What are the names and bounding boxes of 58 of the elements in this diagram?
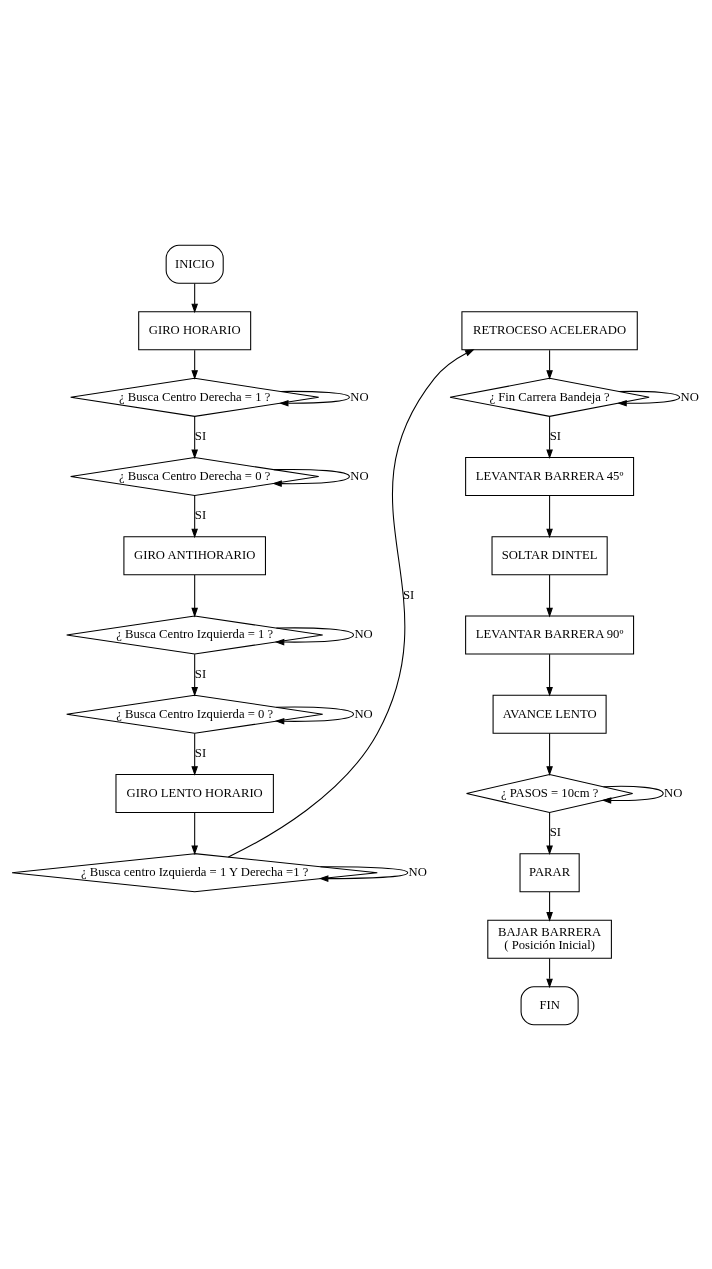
arrow <box>191 282 198 313</box>
arrow <box>274 626 355 645</box>
arrow <box>546 494 553 538</box>
edge-label: SI <box>549 824 562 839</box>
node-box: FIN <box>520 985 579 1025</box>
arrow <box>191 811 198 855</box>
edge-label: NO <box>680 389 699 404</box>
edge-label: NO <box>664 785 683 800</box>
arrow <box>546 349 553 380</box>
edge-label: SI <box>549 428 562 443</box>
arrow <box>601 785 664 804</box>
node-box: AVANCE LENTO <box>492 694 607 734</box>
edge-label: NO <box>408 864 427 879</box>
edge-label: NO <box>350 389 369 404</box>
edge-label: NO <box>354 626 373 641</box>
arrow <box>546 574 553 617</box>
edge-label: SI <box>402 587 415 602</box>
node-box: LEVANTAR BARRERA 90º <box>465 614 635 655</box>
edge-label: NO <box>354 706 373 720</box>
arrow <box>617 390 681 407</box>
arrow <box>546 957 553 988</box>
arrow <box>318 865 409 882</box>
node-box: SOLTAR DINTEL <box>491 535 608 575</box>
arrow <box>546 811 553 855</box>
edge-label: SI <box>194 428 207 443</box>
node-box: LEVANTAR BARRERA 45º <box>465 456 635 496</box>
node-box: BAJAR BARRERA ( Posición Inicial) <box>487 919 612 959</box>
node-diamond: ¿ Busca Centro Derecha = 0 ? <box>70 456 320 496</box>
arrow <box>546 891 553 922</box>
edge-label: SI <box>194 666 207 681</box>
arrow <box>191 349 198 380</box>
edge-label: NO <box>350 468 369 483</box>
arrow <box>546 732 553 776</box>
node-box: RETROCESO ACELERADO <box>461 310 638 350</box>
node-box: GIRO LENTO HORARIO <box>115 773 274 813</box>
node-box: INICIO <box>165 244 224 284</box>
node-diamond: ¿ Busca centro Izquierda = 1 Y Derecha =1 ? <box>11 852 378 892</box>
node-box: GIRO HORARIO <box>138 310 252 350</box>
node-box: PARAR <box>519 852 580 892</box>
arrow <box>191 494 198 538</box>
arrow <box>191 732 198 776</box>
arrow <box>191 415 198 459</box>
arrow <box>279 390 350 407</box>
arrow <box>546 653 553 697</box>
arrow <box>227 348 475 857</box>
arrow <box>546 415 553 459</box>
arrow <box>191 574 198 617</box>
node-diamond: ¿ Busca Centro Izquierda = 1 ? <box>66 614 324 655</box>
node-diamond: ¿ Busca Centro Izquierda = 0 ? <box>66 694 324 734</box>
edge-label: SI <box>194 745 207 760</box>
arrow <box>272 468 350 487</box>
node-diamond: ¿ Busca Centro Derecha = 1 ? <box>70 377 320 417</box>
arrow <box>191 653 198 697</box>
node-diamond: ¿ Fin Carrera Bandeja ? <box>449 377 650 417</box>
node-box: GIRO ANTIHORARIO <box>123 535 266 575</box>
edge-label: SI <box>194 507 207 522</box>
arrow <box>274 706 355 725</box>
node-diamond: ¿ PASOS = 10cm ? <box>466 773 634 813</box>
